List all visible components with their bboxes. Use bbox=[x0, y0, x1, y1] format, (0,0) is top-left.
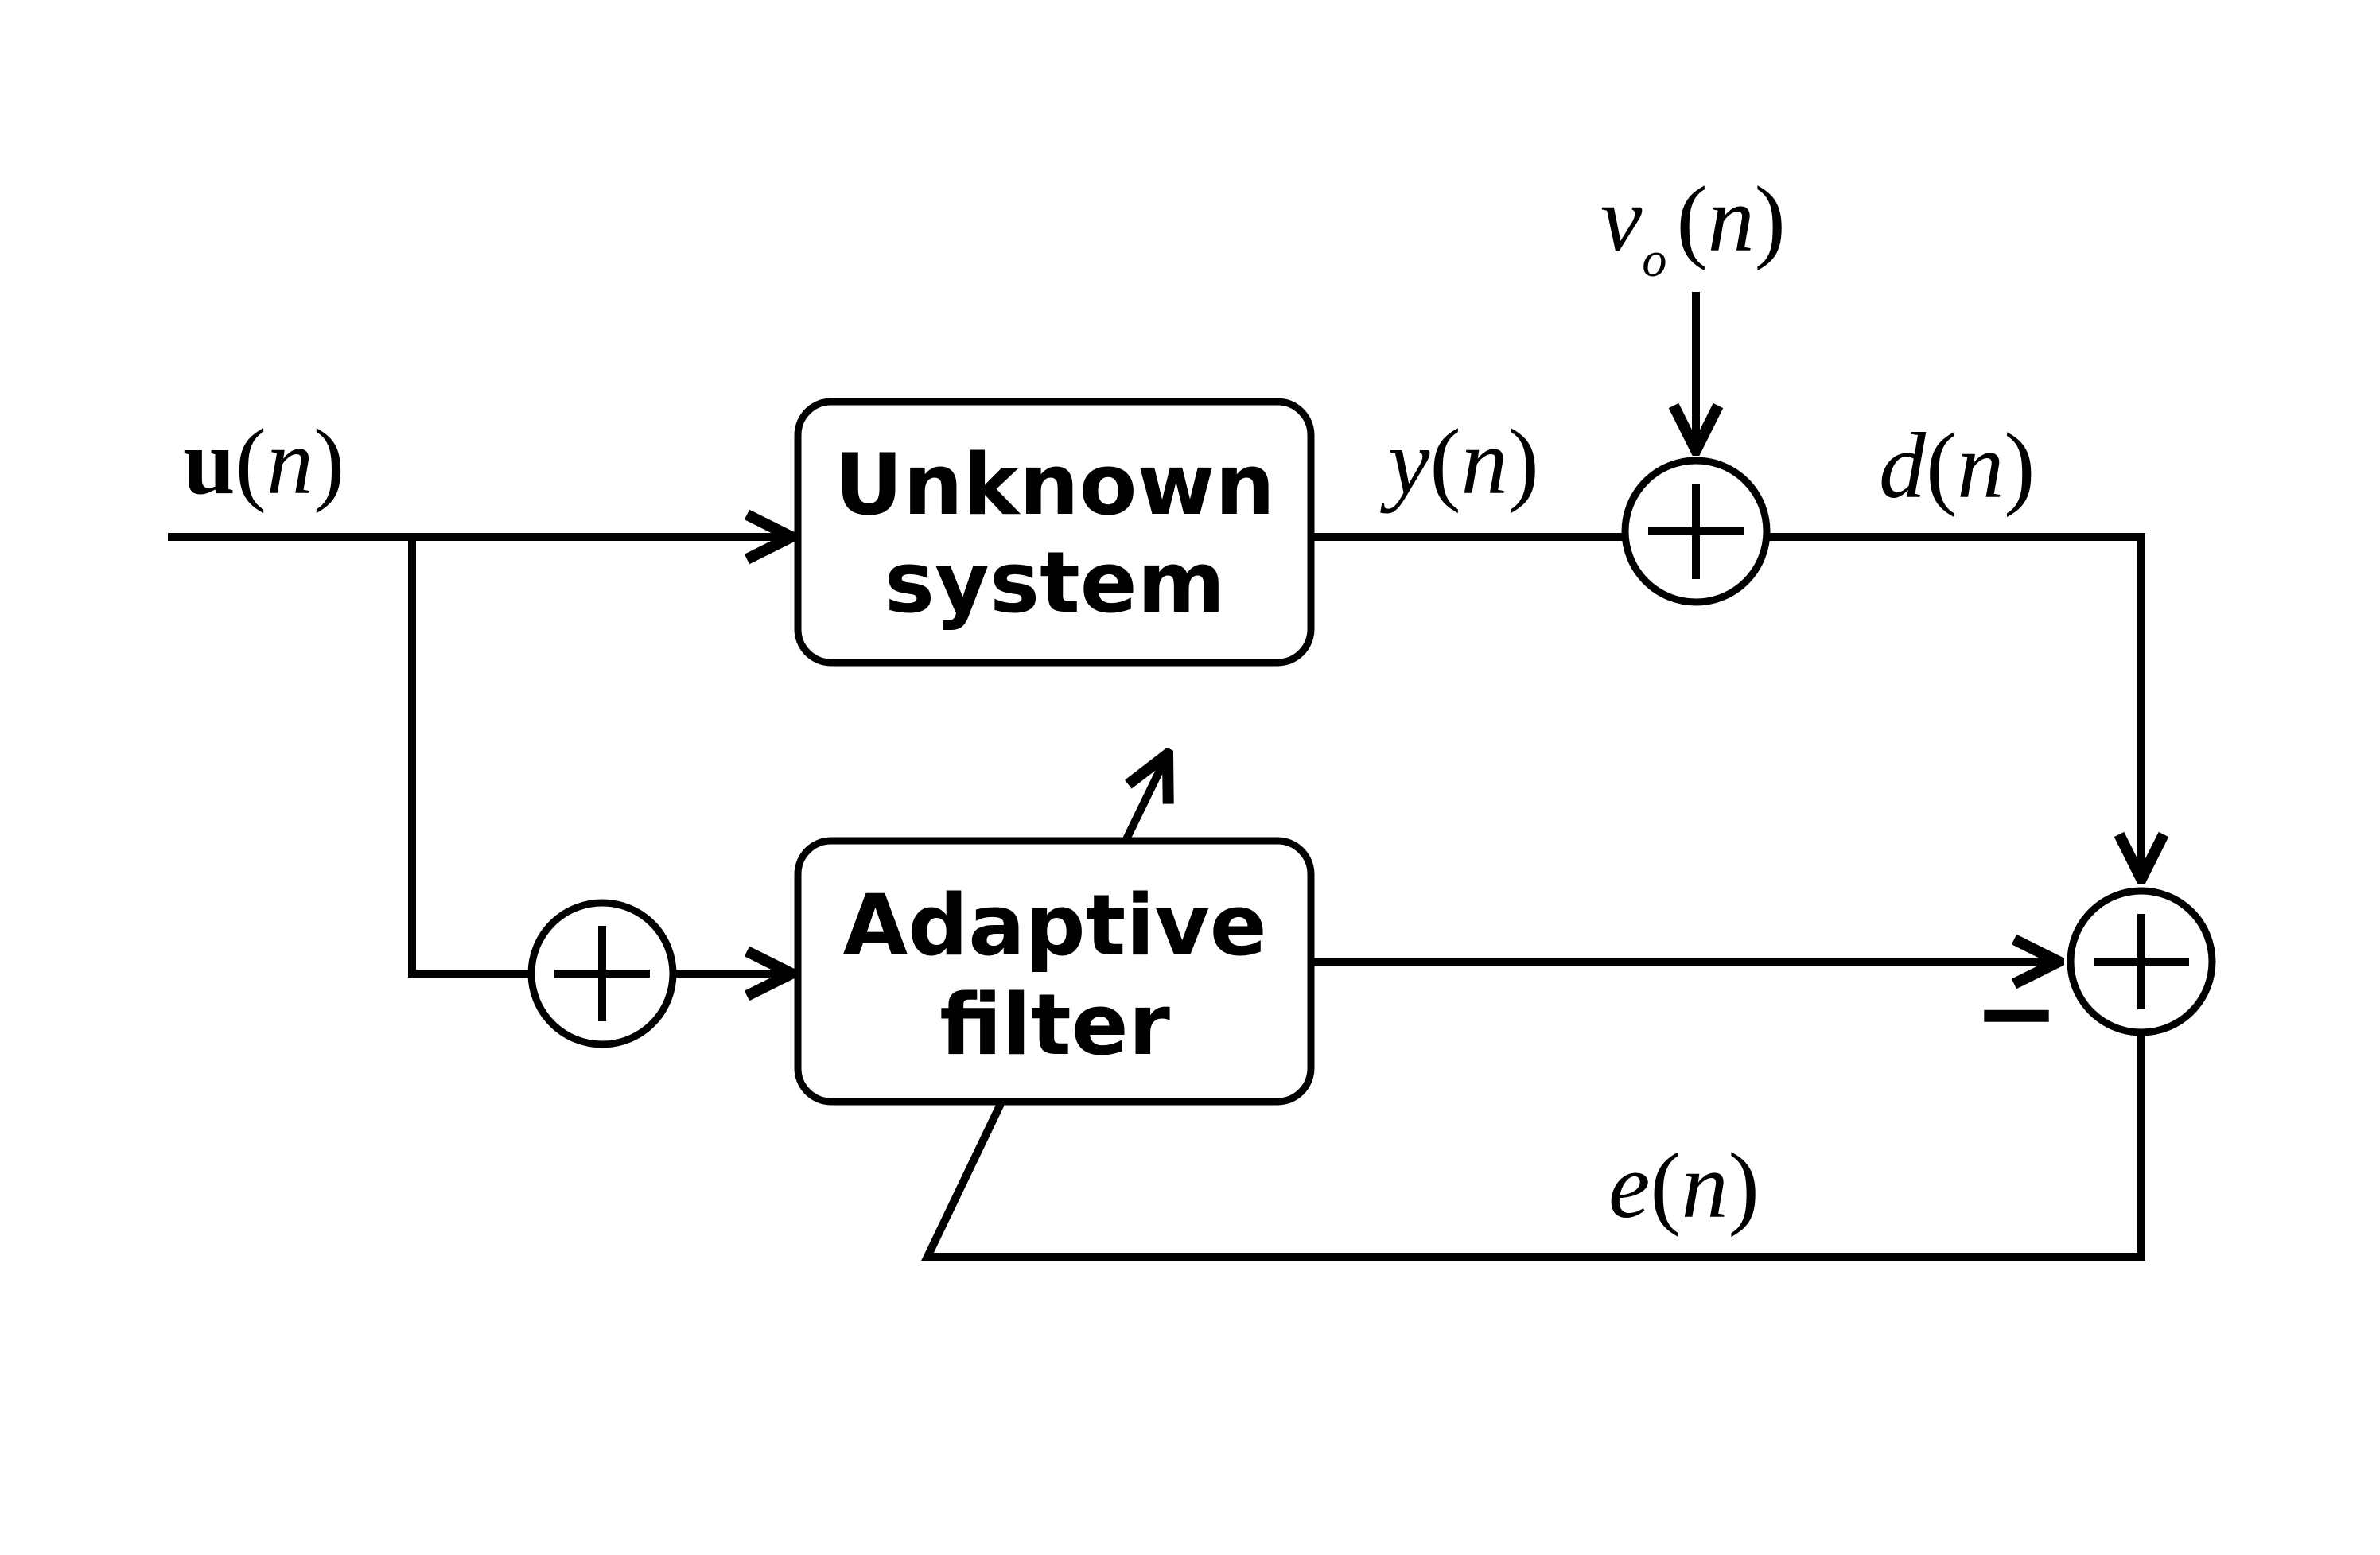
noise-signal-label: vo(n) bbox=[1600, 167, 1786, 287]
noise-summing-junction bbox=[1621, 457, 1771, 606]
d-wire bbox=[1765, 533, 2141, 879]
unknown-system-block: Unknown system bbox=[794, 398, 1315, 667]
unknown-system-label-line1: Unknown bbox=[834, 436, 1275, 534]
adaptive-filter-block: Adaptive filter bbox=[794, 837, 1315, 1106]
input-branch-wire bbox=[408, 533, 532, 978]
error-signal-label: e(n) bbox=[1608, 1133, 1760, 1238]
desired-signal-label: d(n) bbox=[1879, 414, 2036, 518]
adaptive-filter-label-line1: Adaptive bbox=[842, 877, 1266, 974]
adaptation-arrow bbox=[1121, 754, 1168, 845]
adaptive-filter-label-line2: filter bbox=[939, 976, 1170, 1074]
wires bbox=[168, 292, 2145, 1261]
input-signal-label: u(n) bbox=[183, 410, 344, 514]
unknown-system-label-line2: system bbox=[885, 534, 1225, 632]
input-summing-junction bbox=[527, 899, 677, 1048]
minus-sign-label: − bbox=[1974, 952, 2060, 1073]
output-signal-label: y(n) bbox=[1380, 410, 1539, 514]
error-feedback-wire bbox=[921, 1034, 2145, 1261]
error-summing-junction bbox=[2067, 887, 2216, 1036]
